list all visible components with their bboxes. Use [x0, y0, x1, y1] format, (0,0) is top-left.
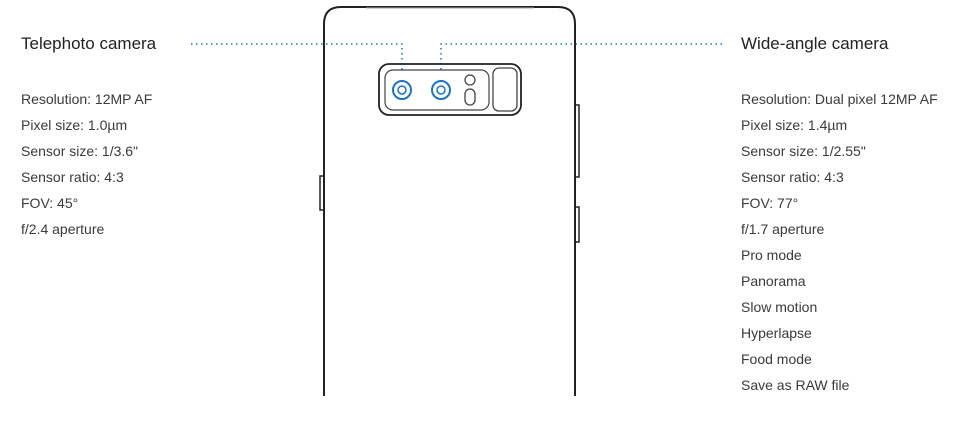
spec-item: Hyperlapse: [741, 325, 812, 341]
spec-item: Food mode: [741, 351, 812, 367]
telephoto-lens-icon: [392, 80, 412, 100]
phone-outline: [319, 6, 580, 396]
side-button-left: [319, 175, 325, 211]
wide-angle-spec-list: Resolution: Dual pixel 12MP AF Pixel siz…: [741, 86, 938, 398]
spec-item: Panorama: [741, 273, 806, 289]
telephoto-leader-line: [191, 43, 403, 72]
spec-item: f/1.7 aperture: [741, 221, 825, 237]
telephoto-spec-list: Resolution: 12MP AF Pixel size: 1.0µm Se…: [21, 86, 152, 242]
side-button-right-1: [574, 104, 580, 178]
spec-item: Sensor size: 1/2.55": [741, 143, 866, 159]
spec-item: Save as RAW file: [741, 377, 850, 393]
fingerprint-sensor: [492, 67, 518, 112]
spec-item: Sensor ratio: 4:3: [741, 169, 844, 185]
spec-item: Resolution: Dual pixel 12MP AF: [741, 91, 938, 107]
wide-angle-lens-icon: [431, 80, 451, 100]
telephoto-title: Telephoto camera: [21, 34, 157, 53]
spec-item: Pro mode: [741, 247, 802, 263]
spec-item: Sensor size: 1/3.6": [21, 143, 139, 159]
camera-module: [378, 63, 522, 116]
spec-item: Pixel size: 1.0µm: [21, 117, 128, 133]
camera-housing-inner: [384, 69, 490, 111]
camera-housing: [378, 63, 522, 116]
leader-lines: [191, 43, 722, 72]
spec-item: Sensor ratio: 4:3: [21, 169, 124, 185]
spec-item: FOV: 45°: [21, 195, 79, 211]
wide-angle-title: Wide-angle camera: [741, 34, 889, 53]
spec-item: Pixel size: 1.4µm: [741, 117, 848, 133]
spec-item: FOV: 77°: [741, 195, 799, 211]
spec-item: f/2.4 aperture: [21, 221, 105, 237]
flash-icon: [464, 88, 476, 106]
side-button-right-2: [574, 206, 580, 243]
spec-item: Resolution: 12MP AF: [21, 91, 153, 107]
spec-item: Slow motion: [741, 299, 818, 315]
sensor-icon: [464, 74, 476, 86]
phone-body: [323, 6, 576, 396]
wide-leader-line: [440, 43, 722, 72]
